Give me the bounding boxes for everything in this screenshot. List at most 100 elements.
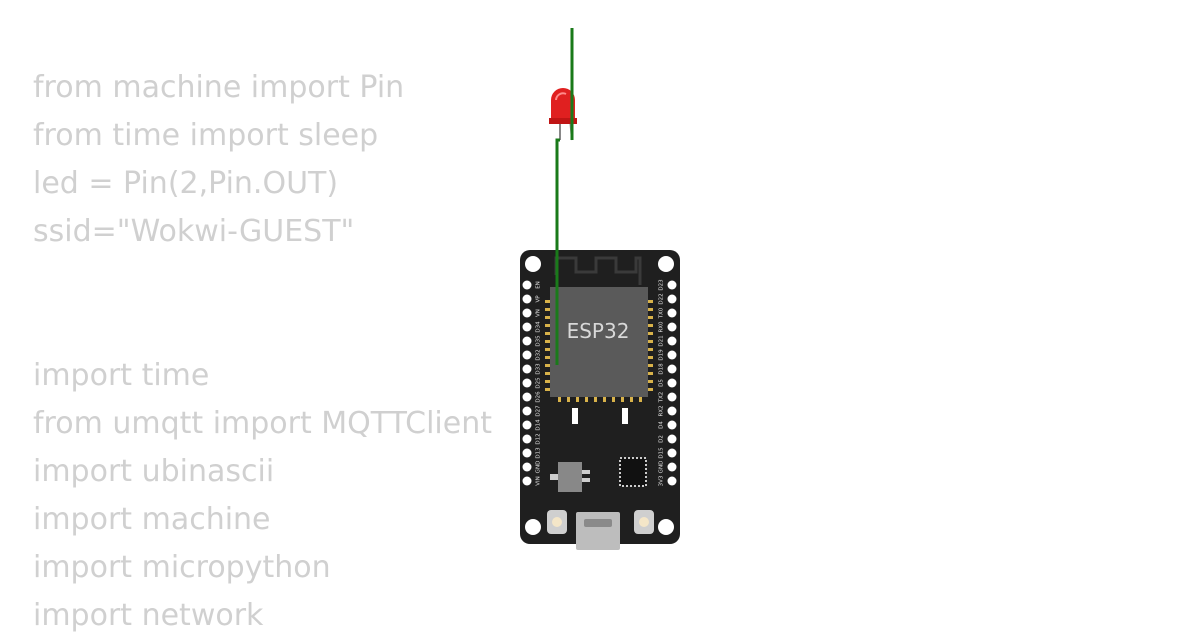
voltage-regulator <box>558 462 582 492</box>
pin-label: 3V3 <box>659 475 665 486</box>
smd-component <box>622 408 628 424</box>
pin-d33[interactable] <box>522 364 532 374</box>
pin-label: EN <box>536 281 542 289</box>
pin-d22[interactable] <box>667 294 677 304</box>
pin-d23[interactable] <box>667 280 677 290</box>
left-pin-header: ENVPVND34D35D32D33D25D26D27D14D12D13GNDV… <box>522 280 542 486</box>
antenna-trace <box>554 256 642 285</box>
chip-pad <box>647 316 653 319</box>
chip-pad <box>647 340 653 343</box>
chip-pad <box>576 396 579 402</box>
pin-d12[interactable] <box>522 434 532 444</box>
pin-tx2[interactable] <box>667 392 677 402</box>
pin-label: GND <box>536 461 542 474</box>
led-rim <box>549 118 577 124</box>
chip-pad <box>545 348 551 351</box>
mount-hole <box>658 519 674 535</box>
pin-d26[interactable] <box>522 392 532 402</box>
pin-gnd[interactable] <box>522 462 532 472</box>
pin-3v3[interactable] <box>667 476 677 486</box>
pin-label: D5 <box>659 379 665 387</box>
pin-d2[interactable] <box>667 434 677 444</box>
chip-pad <box>545 372 551 375</box>
regulator-pin <box>582 478 590 482</box>
pin-d25[interactable] <box>522 378 532 388</box>
pin-gnd[interactable] <box>667 462 677 472</box>
pin-label: D18 <box>659 363 665 375</box>
code-line: import ubinascii <box>33 454 275 489</box>
pin-d27[interactable] <box>522 406 532 416</box>
pin-d15[interactable] <box>667 448 677 458</box>
chip-pad <box>567 396 570 402</box>
pin-d32[interactable] <box>522 350 532 360</box>
code-line: ssid="Wokwi-GUEST" <box>33 214 355 249</box>
chip-pad <box>545 308 551 311</box>
esp32-chip <box>550 287 648 397</box>
pin-d18[interactable] <box>667 364 677 374</box>
pin-d19[interactable] <box>667 350 677 360</box>
chip-pads <box>545 300 653 402</box>
chip-pad <box>647 332 653 335</box>
chip-pad <box>545 316 551 319</box>
mount-hole <box>525 256 541 272</box>
pin-d4[interactable] <box>667 420 677 430</box>
pin-d34[interactable] <box>522 322 532 332</box>
pin-label: D25 <box>536 377 542 389</box>
usb-connector <box>576 512 620 550</box>
pin-d35[interactable] <box>522 336 532 346</box>
pin-label: D33 <box>536 363 542 375</box>
en-button-cap <box>639 517 649 527</box>
pin-label: D13 <box>536 447 542 459</box>
pin-vp[interactable] <box>522 294 532 304</box>
pin-label: D35 <box>536 335 542 347</box>
code-line: import network <box>33 598 264 633</box>
chip-pad <box>545 324 551 327</box>
pin-label: D34 <box>536 321 542 333</box>
pin-label: D15 <box>659 447 665 459</box>
pin-label: TX2 <box>659 392 665 404</box>
pin-vn[interactable] <box>522 308 532 318</box>
pin-label: VN <box>536 309 542 317</box>
pin-label: D32 <box>536 349 542 360</box>
code-line: from umqtt import MQTTClient <box>33 406 492 441</box>
pin-rx2[interactable] <box>667 406 677 416</box>
chip-pad <box>603 396 606 402</box>
pin-label: D27 <box>536 405 542 417</box>
chip-pad <box>545 340 551 343</box>
pin-label: D23 <box>659 279 665 291</box>
code-line: from machine import Pin <box>33 70 405 105</box>
chip-pad <box>545 300 551 303</box>
pin-vin[interactable] <box>522 476 532 486</box>
pin-label: TX0 <box>659 307 665 319</box>
chip-pad <box>647 308 653 311</box>
led-highlight <box>555 92 567 101</box>
esp32-board[interactable]: ESP32 ENVPVND34D35D32D33D25D26D27D14D12D… <box>520 250 680 550</box>
pin-tx0[interactable] <box>667 308 677 318</box>
wire-led-cathode-to-gnd[interactable] <box>555 138 560 365</box>
pin-label: D26 <box>536 391 542 403</box>
chip-label: ESP32 <box>567 319 630 343</box>
pin-d21[interactable] <box>667 336 677 346</box>
chip-pad <box>545 388 551 391</box>
code-line: import machine <box>33 502 271 537</box>
right-pin-header: D23D22TX0RX0D21D19D18D5TX2RX2D4D2D15GND3… <box>659 279 677 486</box>
code-line: import micropython <box>33 550 331 585</box>
pin-en[interactable] <box>522 280 532 290</box>
smd-component <box>572 408 578 424</box>
pin-d13[interactable] <box>522 448 532 458</box>
usb-uart-chip <box>619 457 647 487</box>
chip-pad <box>647 380 653 383</box>
chip-pad <box>647 300 653 303</box>
chip-pad <box>558 396 561 402</box>
chip-pad <box>639 396 642 402</box>
chip-pad <box>545 380 551 383</box>
chip-pad <box>647 364 653 367</box>
chip-pad <box>621 396 624 402</box>
code-line: led = Pin(2,Pin.OUT) <box>33 166 339 201</box>
pin-d14[interactable] <box>522 420 532 430</box>
pin-rx0[interactable] <box>667 322 677 332</box>
pin-d5[interactable] <box>667 378 677 388</box>
chip-pad <box>545 364 551 367</box>
mount-hole <box>658 256 674 272</box>
